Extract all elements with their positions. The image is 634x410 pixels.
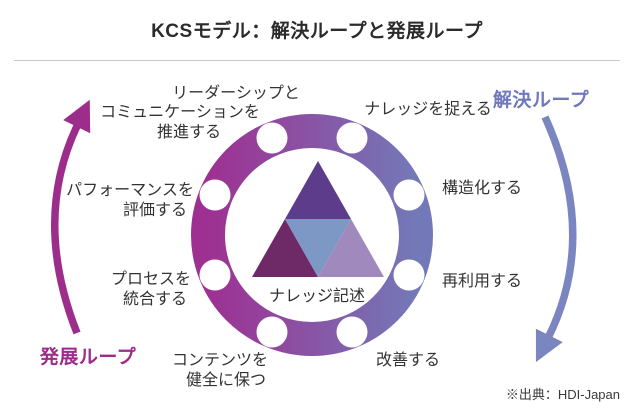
title-divider [14, 60, 620, 61]
evolve-loop-label: 発展ループ [39, 347, 137, 368]
triangle-top-segment [285, 161, 351, 219]
step-label-reuse: 再利用する [441, 273, 522, 290]
step-label-leadership-line2: コミュニケーションを [100, 104, 260, 121]
step-label-structure: 構造化する [441, 180, 522, 197]
step-label-content-line2: 健全に保つ [185, 372, 266, 389]
source-attribution: ※出典：HDI-Japan [505, 387, 620, 402]
ring-dot [256, 316, 288, 348]
ring-dot [393, 259, 425, 291]
triangle-middle-segment [285, 219, 351, 277]
step-label-capture: ナレッジを捉える [364, 101, 492, 118]
ring-dot [256, 122, 288, 154]
solve-loop-arrow [535, 115, 577, 363]
ring-dots [199, 122, 425, 348]
solve-loop-label: 解決ループ [492, 90, 590, 111]
step-label-leadership-line3: 推進する [156, 124, 221, 141]
center-label-knowledge-article: ナレッジ記述 [268, 288, 365, 305]
ring-dot [336, 316, 368, 348]
step-label-process-line2: 統合する [122, 291, 187, 308]
ring-dot [336, 122, 368, 154]
step-label-process-line1: プロセスを [110, 271, 191, 288]
ring-dot [393, 179, 425, 211]
ring-dot [199, 179, 231, 211]
triangle-right-segment [318, 219, 384, 277]
ring-dot [199, 259, 231, 291]
step-label-improve: 改善する [375, 352, 440, 369]
triangle-left-segment [252, 219, 318, 277]
step-label-performance-line1: パフォーマンスを [66, 182, 194, 199]
kcs-ring [191, 114, 433, 356]
page-title: KCSモデル：解決ループと発展ループ [151, 21, 483, 42]
step-label-leadership-line1: リーダーシップと [172, 85, 300, 102]
step-label-performance-line2: 評価する [122, 202, 187, 219]
evolve-loop-arrow [51, 99, 91, 335]
step-label-content-line1: コンテンツを [171, 352, 268, 369]
knowledge-triangle [252, 161, 384, 277]
